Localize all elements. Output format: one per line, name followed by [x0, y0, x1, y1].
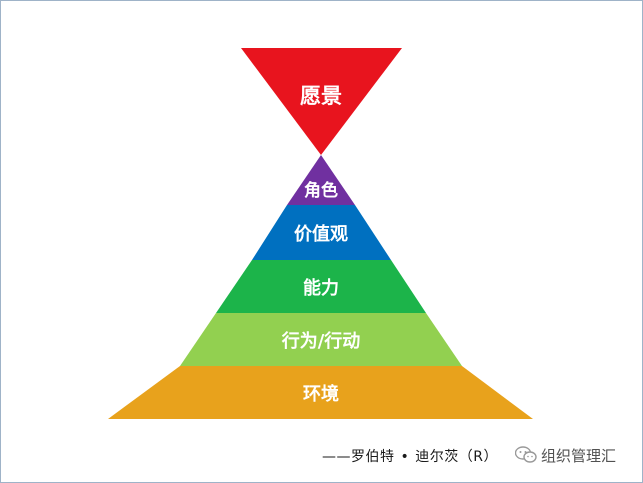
tier-environment-label: 环境	[303, 383, 339, 405]
caption-tail: ）	[483, 449, 498, 465]
tier-values-label: 价值观	[294, 223, 348, 245]
wechat-icon	[515, 446, 537, 463]
tier-capability	[216, 260, 426, 313]
caption-name: 迪尔茨（R	[415, 449, 484, 465]
vision-triangle	[241, 48, 402, 155]
watermark-text: 组织管理汇	[541, 446, 617, 465]
tier-role-label: 角色	[304, 180, 338, 201]
tier-environment	[108, 366, 533, 419]
tier-behavior-label: 行为/行动	[281, 330, 361, 352]
caption-dot: •	[400, 449, 410, 465]
caption-prefix: ——罗伯特	[322, 449, 395, 465]
tier-capability-label: 能力	[303, 277, 339, 299]
tier-role	[287, 155, 355, 205]
watermark: 组织管理汇	[515, 440, 633, 470]
tier-values	[252, 205, 391, 260]
tier-behavior	[180, 313, 462, 366]
attribution-caption: ——罗伯特 • 迪尔茨（R）	[322, 446, 498, 466]
vision-label: 愿景	[300, 84, 342, 108]
